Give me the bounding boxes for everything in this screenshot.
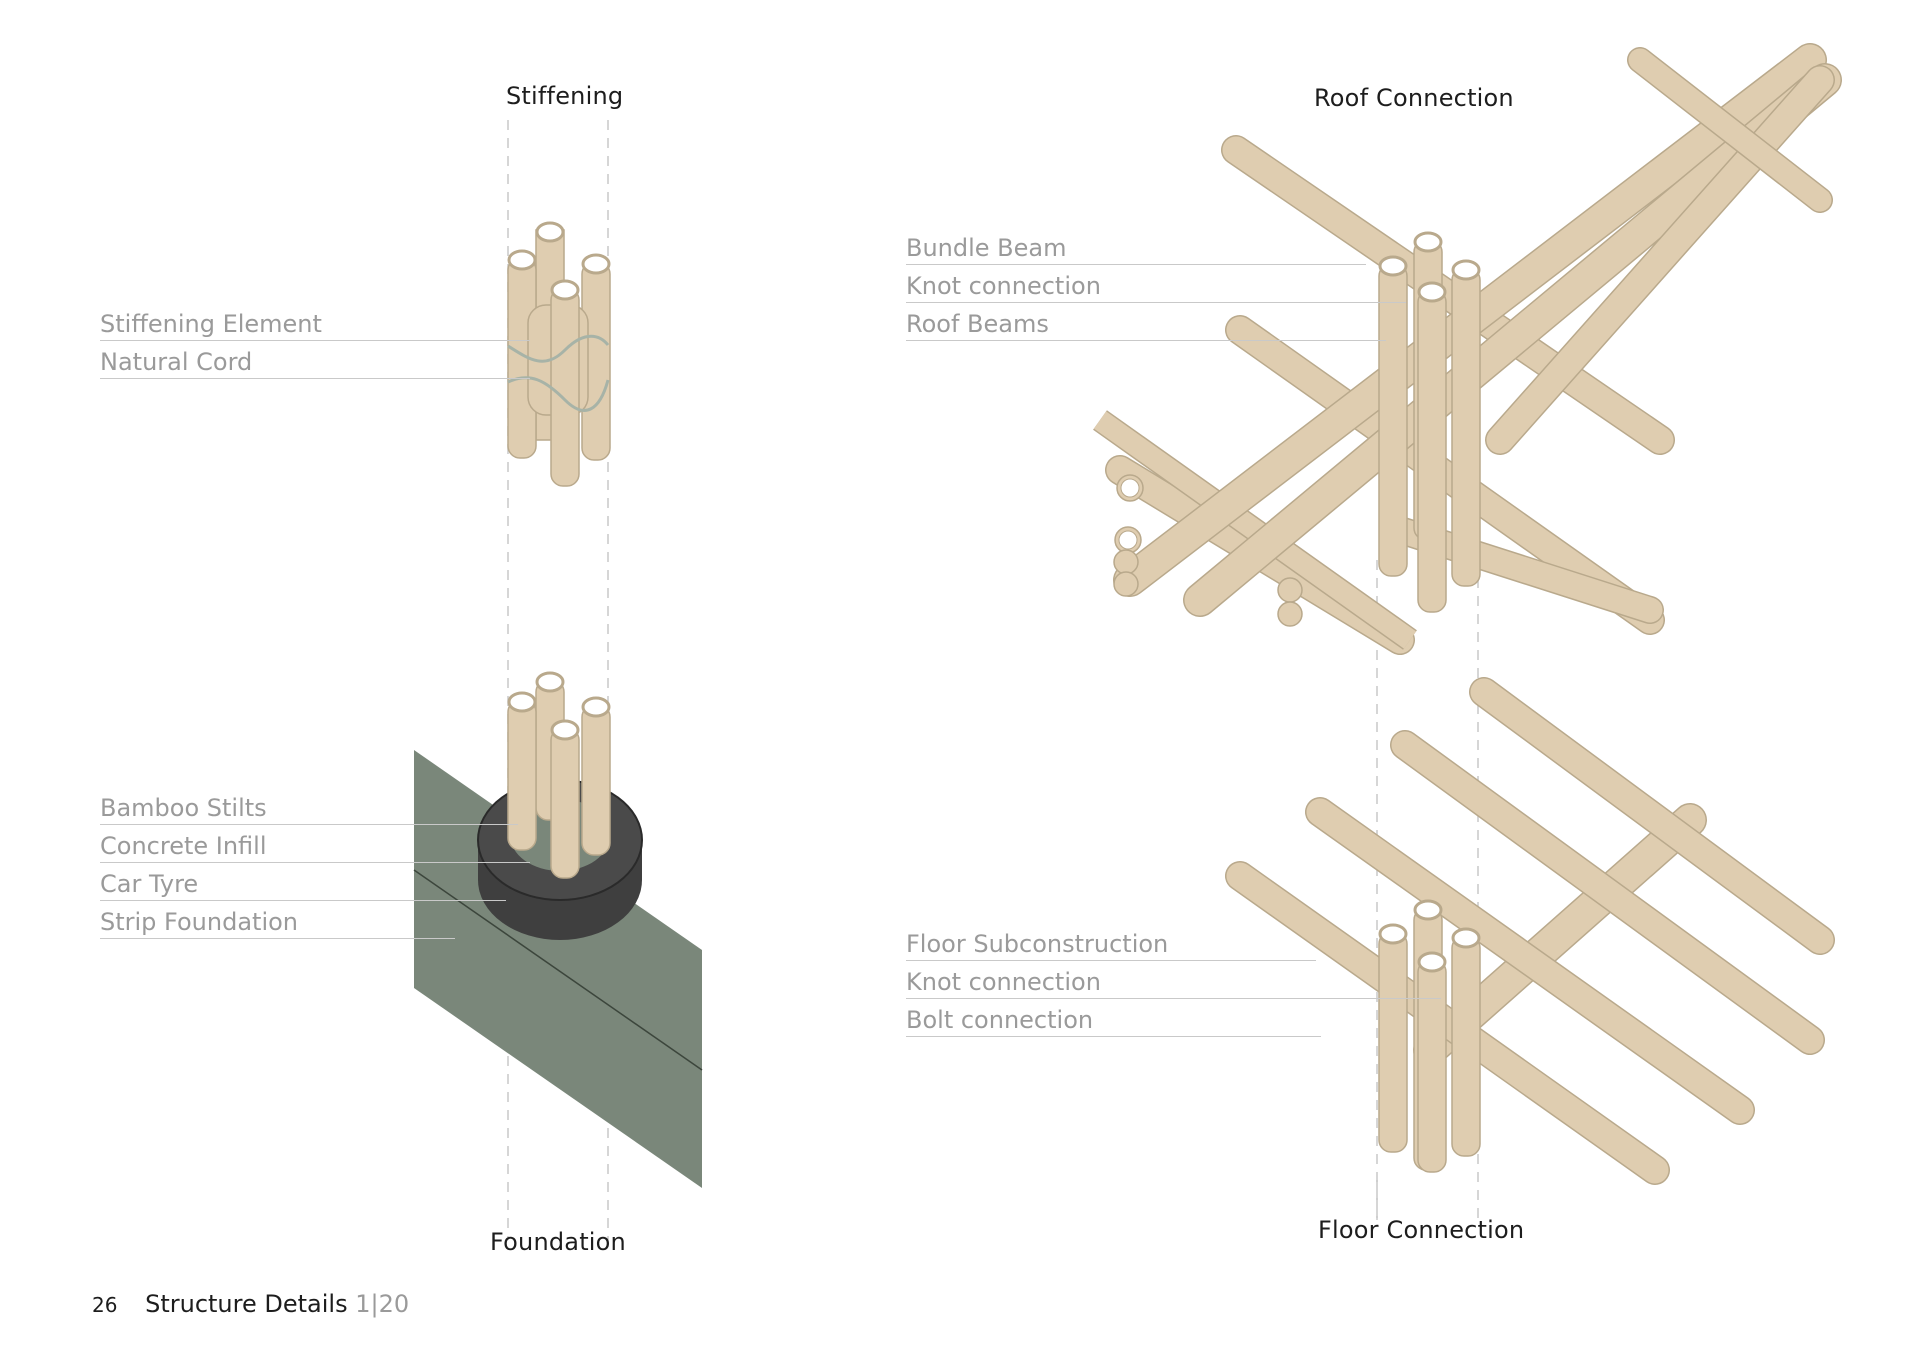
leader-line	[100, 378, 530, 379]
leader-line	[906, 998, 1441, 999]
label-floor-subconstruction: Floor Subconstruction	[906, 930, 1169, 958]
leader-line	[100, 900, 506, 901]
leader-line	[906, 264, 1366, 265]
label-floor-knot-connection: Knot connection	[906, 968, 1101, 996]
page-footer: 26 Structure Details 1|20	[92, 1290, 409, 1318]
leader-line	[906, 960, 1316, 961]
stiffening-drawing	[507, 120, 611, 1240]
label-car-tyre: Car Tyre	[100, 870, 199, 898]
section-title: Structure Details	[145, 1290, 348, 1318]
leader-line	[100, 824, 518, 825]
label-bamboo-stilts: Bamboo Stilts	[100, 794, 267, 822]
roof-connection-title: Roof Connection	[1314, 84, 1514, 112]
roof-connection-drawing	[1093, 43, 1842, 1220]
foundation-drawing	[413, 671, 703, 1188]
floor-connection-drawing	[1225, 677, 1835, 1220]
foundation-title: Foundation	[490, 1228, 626, 1256]
page-number: 26	[92, 1293, 118, 1317]
label-bolt-connection: Bolt connection	[906, 1006, 1094, 1034]
floor-connection-title: Floor Connection	[1318, 1216, 1525, 1244]
leader-line	[100, 340, 530, 341]
stiffening-title: Stiffening	[506, 82, 624, 110]
label-roof-knot-connection: Knot connection	[906, 272, 1101, 300]
label-strip-foundation: Strip Foundation	[100, 908, 299, 936]
label-roof-beams: Roof Beams	[906, 310, 1049, 338]
leader-line	[100, 938, 455, 939]
label-natural-cord: Natural Cord	[100, 348, 253, 376]
leader-line	[906, 1036, 1321, 1037]
leader-line	[906, 340, 1386, 341]
label-stiffening-element: Stiffening Element	[100, 310, 322, 338]
label-concrete-infill: Concrete Infill	[100, 832, 267, 860]
leader-line	[100, 862, 530, 863]
drawing-scale: 1|20	[355, 1290, 410, 1318]
label-bundle-beam: Bundle Beam	[906, 234, 1067, 262]
leader-line	[906, 302, 1406, 303]
